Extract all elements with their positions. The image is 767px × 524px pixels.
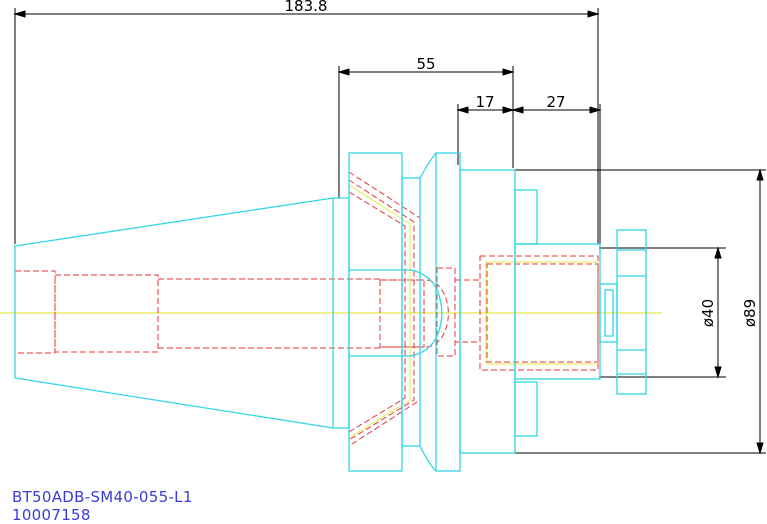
dim-nut-length: 27 bbox=[546, 93, 565, 111]
dim-diameter-outer: ø89 bbox=[741, 299, 759, 327]
dimension-lines bbox=[13, 8, 766, 455]
inner-yellow-lines bbox=[348, 184, 598, 439]
hidden-lines bbox=[14, 171, 599, 447]
dim-diameter-inner: ø40 bbox=[699, 299, 717, 327]
part-name: BT50ADB-SM40-055-L1 bbox=[12, 488, 193, 506]
part-number: 10007158 bbox=[12, 506, 91, 524]
dim-overall-length: 183.8 bbox=[285, 0, 328, 15]
dim-nut-offset: 17 bbox=[475, 93, 494, 111]
outlines bbox=[14, 152, 647, 472]
dim-flange-to-nose: 55 bbox=[416, 55, 435, 73]
